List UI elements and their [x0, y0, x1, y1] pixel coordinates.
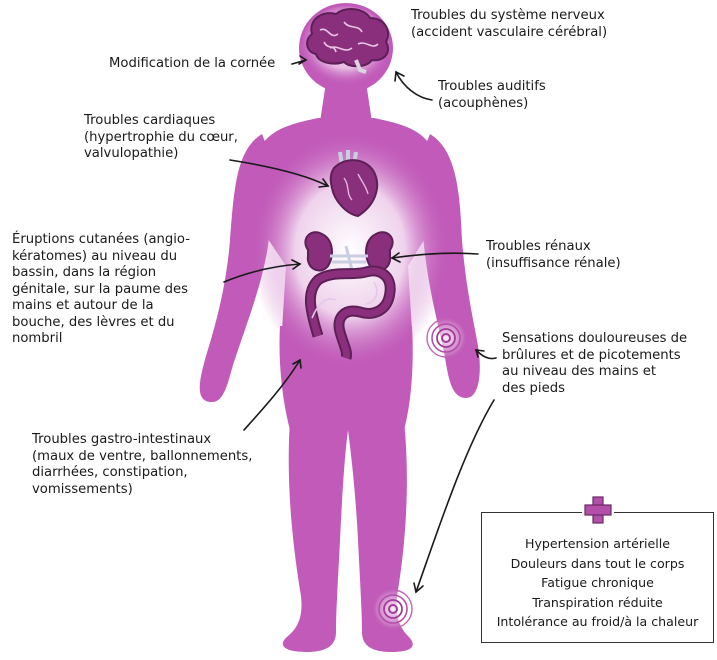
summary-item: Intolérance au froid/à la chaleur [482, 612, 713, 632]
summary-item: Fatigue chronique [482, 573, 713, 593]
foot-pain-spot [373, 589, 413, 629]
label-line: brûlures et de picotements [502, 348, 687, 365]
label-cardiac: Troubles cardiaques (hypertrophie du cœu… [84, 113, 238, 163]
symptom-summary-box: Hypertension artérielle Douleurs dans to… [481, 512, 714, 643]
arrow-hearing [395, 72, 432, 100]
label-renal: Troubles rénaux (insuffisance rénale) [486, 239, 621, 272]
label-line: bassin, dans la région [12, 265, 190, 282]
label-cornea: Modification de la cornée [109, 56, 275, 73]
label-gastro: Troubles gastro-intestinaux (maux de ven… [32, 432, 252, 498]
label-nervous-system: Troubles du système nerveux (accident va… [411, 8, 607, 41]
label-line: Éruptions cutanées (angio- [12, 232, 190, 249]
label-line: Troubles cardiaques [84, 113, 238, 130]
label-line: (acouphènes) [438, 96, 546, 113]
summary-item: Hypertension artérielle [482, 534, 713, 554]
label-line: des pieds [502, 381, 687, 398]
label-line: kératomes) au niveau du [12, 249, 190, 266]
label-hearing: Troubles auditifs (acouphènes) [438, 79, 546, 112]
label-line: diarrhées, constipation, [32, 465, 252, 482]
summary-list: Hypertension artérielle Douleurs dans to… [482, 534, 713, 632]
hand-pain-spot [426, 318, 466, 358]
label-line: Troubles du système nerveux [411, 8, 607, 25]
label-line: Troubles gastro-intestinaux [32, 432, 252, 449]
label-line: (accident vasculaire cérébral) [411, 25, 607, 42]
label-line: valvulopathie) [84, 146, 238, 163]
summary-item: Transpiration réduite [482, 593, 713, 613]
plus-icon [582, 494, 614, 526]
label-line: Sensations douloureuses de [502, 331, 687, 348]
label-line: (hypertrophie du cœur, [84, 130, 238, 147]
label-line: Modification de la cornée [109, 56, 275, 73]
label-skin: Éruptions cutanées (angio- kératomes) au… [12, 232, 190, 348]
label-line: Troubles rénaux [486, 239, 621, 256]
label-line: mains et autour de la [12, 298, 190, 315]
label-line: bouche, des lèvres et du [12, 315, 190, 332]
label-line: nombril [12, 331, 190, 348]
label-line: Troubles auditifs [438, 79, 546, 96]
summary-item: Douleurs dans tout le corps [482, 554, 713, 574]
label-line: vomissements) [32, 482, 252, 499]
label-line: (insuffisance rénale) [486, 256, 621, 273]
label-line: au niveau des mains et [502, 364, 687, 381]
label-line: génitale, sur la paume des [12, 282, 190, 299]
label-pain: Sensations douloureuses de brûlures et d… [502, 331, 687, 397]
label-line: (maux de ventre, ballonnements, [32, 449, 252, 466]
